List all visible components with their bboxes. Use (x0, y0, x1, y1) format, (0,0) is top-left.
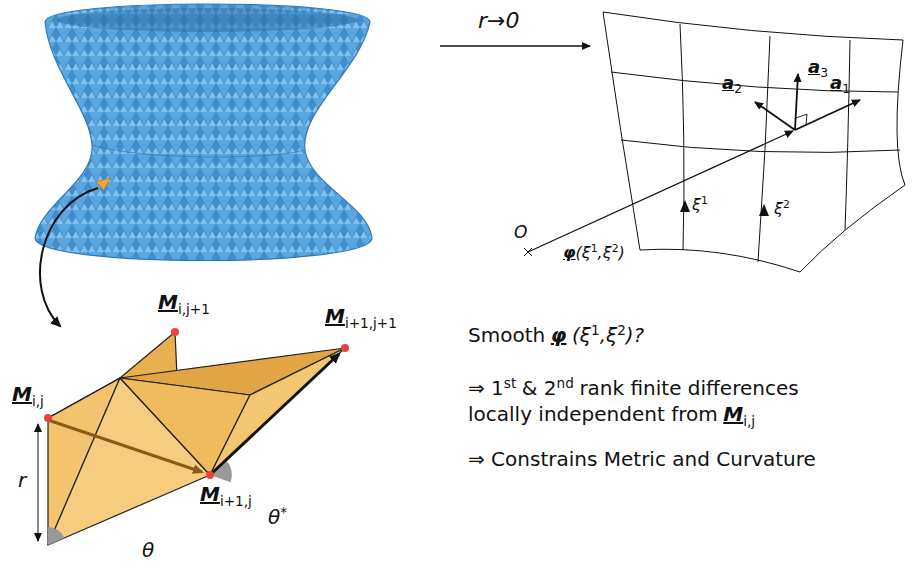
point-label-group: Mi,j (12, 382, 44, 409)
caption-text: 1 (591, 322, 600, 338)
vector-label: 2 (734, 82, 742, 96)
arrow-label-group: r→0 (478, 8, 519, 34)
position-label: ,ξ (598, 243, 612, 262)
caption-text: st (504, 375, 516, 391)
coordinate-label: 2 (783, 198, 790, 211)
angle-label-group: θ* (268, 504, 287, 529)
angle-label: θ (142, 538, 154, 562)
angle-label: θ (268, 505, 280, 529)
point-label: M (325, 304, 345, 328)
vector-label-group: a2 (722, 72, 742, 97)
point-label-group: Mi,j+1 (158, 290, 210, 317)
arrow-label: r→0 (478, 8, 519, 33)
caption-text: locally independent from (468, 402, 718, 426)
position-label: 1 (591, 242, 598, 255)
caption-text: )? (626, 323, 644, 347)
point-label: i,j (32, 393, 44, 409)
caption-text: 2 (617, 322, 626, 338)
caption-text-group: locally independent fromMi,j (468, 402, 755, 429)
vector-label: a (722, 72, 734, 93)
point-label: i+1,j+1 (345, 315, 397, 331)
caption-text: φ (551, 323, 567, 347)
point-label: M (158, 290, 178, 314)
position-label: ) (619, 243, 625, 262)
position-label: (ξ (576, 243, 591, 262)
vector-label: a (830, 72, 842, 93)
caption-text: i,j (743, 413, 755, 429)
caption-text: ,ξ (600, 323, 618, 347)
vector-label-group: a3 (808, 56, 828, 81)
point-label: i,j+1 (178, 301, 210, 317)
point-label-group: Mi+1,j+1 (325, 304, 397, 331)
caption-text-group: ⇒ Constrains Metric and Curvature (468, 447, 816, 471)
position-label: φ (563, 243, 576, 262)
caption-text: ⇒ Constrains Metric and Curvature (468, 447, 816, 471)
position-label: 2 (612, 242, 619, 255)
point-label: i+1,j (220, 493, 252, 509)
caption-text: Smooth (468, 323, 545, 347)
vector-label: a (808, 56, 820, 77)
caption-text: rank finite differences (579, 376, 798, 400)
origin-label: O (514, 222, 527, 242)
caption-text: nd (557, 375, 574, 391)
dimension-label-group: r (18, 468, 26, 492)
caption-text: M (723, 402, 743, 426)
point-label: M (12, 382, 32, 406)
point-label-group: Mi+1,j (200, 482, 252, 509)
coordinate-label: ξ (692, 195, 701, 214)
coordinate-label-group: ξ2 (772, 198, 792, 218)
vector-label: 3 (820, 66, 828, 80)
coordinate-label-group: ξ1 (690, 194, 710, 214)
coordinate-label: ξ (774, 199, 783, 218)
caption-text: & 2 (522, 376, 557, 400)
vector-label-group: a1 (830, 72, 850, 97)
angle-label-group: θ (142, 538, 154, 562)
coordinate-label: 1 (701, 194, 708, 207)
point-label: M (200, 482, 220, 506)
dimension-label: r (18, 468, 26, 492)
origin-label-group: O (514, 222, 527, 242)
caption-text: (ξ (572, 323, 591, 347)
caption-text: ⇒ 1 (468, 376, 504, 400)
caption-text-group: Smoothφ(ξ1,ξ2)? (468, 322, 644, 347)
caption-text-group: ⇒ 1st & 2nd rank finite differences (468, 375, 799, 400)
position-label-group: φ(ξ1,ξ2) (563, 242, 625, 262)
angle-label: * (280, 504, 287, 520)
vector-label: 1 (842, 82, 850, 96)
